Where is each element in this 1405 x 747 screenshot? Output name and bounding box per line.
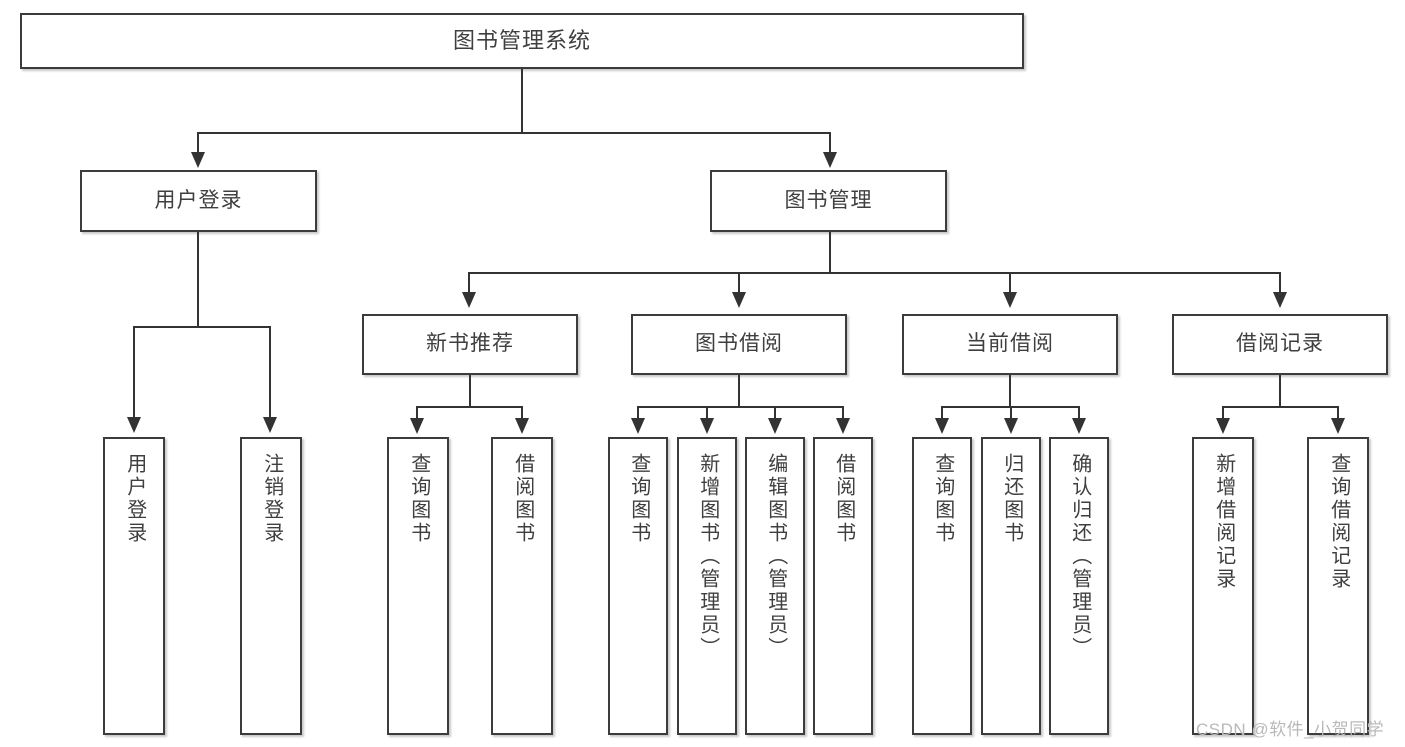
leaf-edit-book-admin[interactable]: 编辑图书（管理员）: [745, 437, 805, 735]
leaf-query-book-current[interactable]: 查询图书: [912, 437, 972, 735]
connector-drop-leaf-confirm-return: [1078, 406, 1080, 420]
connector-level1-bus: [197, 132, 831, 134]
leaf-add-book-admin[interactable]: 新增图书（管理员）: [677, 437, 737, 735]
node-label: 查询图书: [931, 453, 954, 545]
connector-book-borrow-stem: [738, 375, 740, 408]
connector-root-stem: [521, 69, 523, 133]
node-label: 图书借阅: [695, 332, 783, 356]
connector-drop-book-management: [829, 132, 831, 154]
connector-borrow-record-stem: [1279, 375, 1281, 408]
node-label: 新书推荐: [426, 332, 514, 356]
arrowhead-book-borrow: [732, 292, 746, 308]
leaf-borrow-book-recommend[interactable]: 借阅图书: [491, 437, 553, 735]
leaf-confirm-return-admin[interactable]: 确认归还（管理员）: [1049, 437, 1109, 735]
node-label: 用户登录: [154, 188, 243, 212]
connector-drop-leaf-borrow-book-2: [842, 406, 844, 420]
node-label: 编辑图书（管理员）: [764, 453, 787, 660]
connector-drop-leaf-return-book: [1010, 406, 1012, 420]
connector-drop-leaf-borrow-book-1: [521, 406, 523, 420]
arrowhead-new-book-recommend: [462, 292, 476, 308]
connector-borrow-record-bus: [1222, 406, 1339, 408]
leaf-logout[interactable]: 注销登录: [240, 437, 302, 735]
watermark-text: CSDN @软件_小贺同学: [1196, 720, 1385, 739]
node-book-management[interactable]: 图书管理: [710, 170, 947, 232]
node-new-book-recommend[interactable]: 新书推荐: [362, 314, 578, 375]
node-root-book-management-system[interactable]: 图书管理系统: [20, 13, 1024, 69]
node-label: 图书管理: [784, 188, 873, 212]
connector-level3-bus: [468, 272, 1280, 274]
arrowhead-leaf-user-login: [127, 417, 141, 433]
connector-book-borrow-bus: [637, 406, 844, 408]
node-label: 借阅图书: [832, 453, 855, 545]
arrowhead-leaf-query-record: [1331, 418, 1345, 434]
arrowhead-book-management: [823, 152, 837, 168]
node-label: 当前借阅: [966, 332, 1054, 356]
connector-drop-leaf-edit-book: [774, 406, 776, 420]
connector-drop-user-login: [197, 132, 199, 154]
arrowhead-leaf-query-book-2: [631, 418, 645, 434]
node-label: 查询图书: [407, 453, 430, 545]
node-label: 确认归还（管理员）: [1068, 453, 1091, 660]
node-borrow-record[interactable]: 借阅记录: [1172, 314, 1388, 375]
node-label: 归还图书: [1000, 453, 1023, 545]
connector-drop-book-borrow: [738, 272, 740, 294]
node-label: 图书管理系统: [452, 28, 591, 54]
arrowhead-current-borrow: [1003, 292, 1017, 308]
connector-drop-new-book-recommend: [468, 272, 470, 294]
node-label: 查询借阅记录: [1327, 453, 1350, 591]
arrowhead-leaf-add-record: [1216, 418, 1230, 434]
arrowhead-leaf-confirm-return: [1072, 418, 1086, 434]
leaf-query-borrow-record[interactable]: 查询借阅记录: [1307, 437, 1369, 735]
connector-drop-current-borrow: [1009, 272, 1011, 294]
node-label: 用户登录: [123, 453, 146, 545]
node-label: 新增图书（管理员）: [696, 453, 719, 660]
leaf-query-book-recommend[interactable]: 查询图书: [387, 437, 449, 735]
arrowhead-leaf-borrow-book-2: [836, 418, 850, 434]
arrowhead-leaf-return-book: [1004, 418, 1018, 434]
connector-drop-leaf-query-book-1: [416, 406, 418, 420]
arrowhead-leaf-logout: [263, 417, 277, 433]
node-label: 查询图书: [627, 453, 650, 545]
node-label: 借阅记录: [1236, 332, 1324, 356]
connector-current-borrow-stem: [1009, 375, 1011, 408]
node-label: 注销登录: [260, 453, 283, 545]
connector-drop-leaf-user-login: [133, 326, 135, 419]
connector-user-login-bus: [133, 326, 269, 328]
arrowhead-leaf-add-book: [700, 418, 714, 434]
connector-drop-leaf-add-book: [706, 406, 708, 420]
connector-drop-leaf-add-record: [1222, 406, 1224, 420]
leaf-borrow-book[interactable]: 借阅图书: [813, 437, 873, 735]
node-label: 借阅图书: [511, 453, 534, 545]
leaf-user-login[interactable]: 用户登录: [103, 437, 165, 735]
connector-drop-borrow-record: [1279, 272, 1281, 294]
leaf-add-borrow-record[interactable]: 新增借阅记录: [1192, 437, 1254, 735]
connector-drop-leaf-query-book-2: [637, 406, 639, 420]
node-book-borrow[interactable]: 图书借阅: [631, 314, 847, 375]
connector-book-management-stem: [829, 232, 831, 274]
leaf-query-book-borrow[interactable]: 查询图书: [608, 437, 668, 735]
arrowhead-leaf-query-book-1: [410, 418, 424, 434]
connector-new-book-recommend-bus: [416, 406, 523, 408]
connector-drop-leaf-query-record: [1337, 406, 1339, 420]
node-label: 新增借阅记录: [1212, 453, 1235, 591]
connector-user-login-stem: [197, 232, 199, 327]
arrowhead-leaf-borrow-book-1: [515, 418, 529, 434]
leaf-return-book[interactable]: 归还图书: [981, 437, 1041, 735]
node-user-login[interactable]: 用户登录: [80, 170, 317, 232]
arrowhead-leaf-edit-book: [768, 418, 782, 434]
connector-new-book-recommend-stem: [469, 375, 471, 408]
connector-drop-leaf-query-book-3: [941, 406, 943, 420]
connector-drop-leaf-logout: [269, 326, 271, 419]
arrowhead-borrow-record: [1273, 292, 1287, 308]
node-current-borrow[interactable]: 当前借阅: [902, 314, 1118, 375]
arrowhead-user-login: [191, 152, 205, 168]
arrowhead-leaf-query-book-3: [935, 418, 949, 434]
